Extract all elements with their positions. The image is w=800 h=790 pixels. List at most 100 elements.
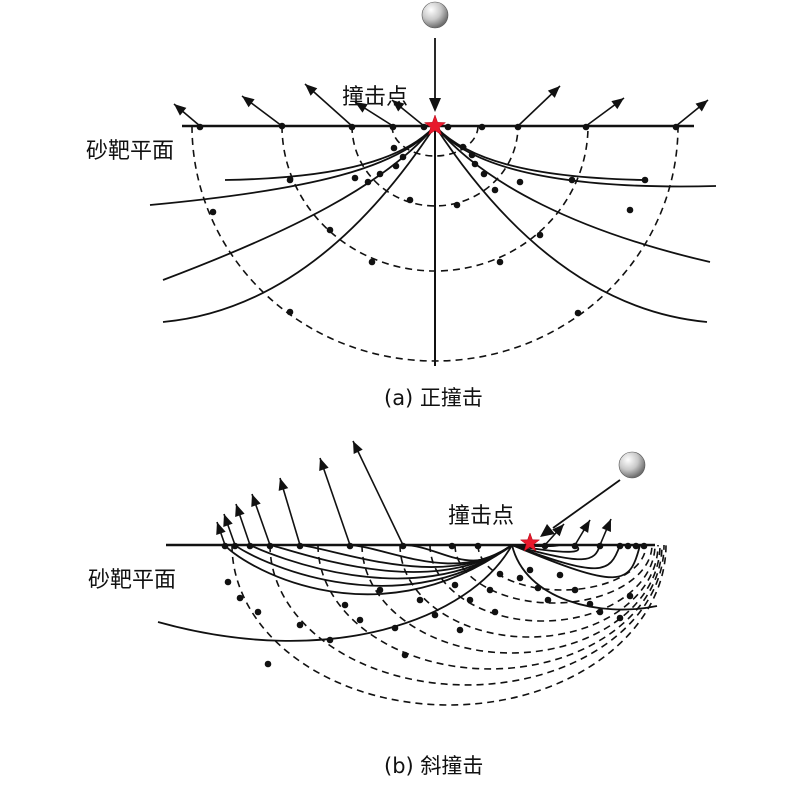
panel-a-point-27 bbox=[568, 176, 576, 184]
panel-b-ejecta-arrow-7 bbox=[216, 521, 226, 546]
panel-a-point-31 bbox=[626, 206, 634, 214]
panel-b-point-36 bbox=[516, 574, 524, 582]
panel-a-point-19 bbox=[326, 226, 334, 234]
arrowhead-icon bbox=[579, 520, 590, 533]
panel-b-streamline-7 bbox=[224, 544, 513, 596]
panel-b-ejecta-arrow-2 bbox=[319, 457, 351, 546]
panel-a-ejecta-arrow-2 bbox=[354, 101, 394, 127]
panel-a-point-23 bbox=[468, 151, 476, 159]
panel-b-streamline-4 bbox=[269, 544, 513, 573]
panel-a-point-11 bbox=[390, 144, 398, 152]
panel-b-point-45 bbox=[626, 592, 634, 600]
panel-b-ejecta-arrow-6 bbox=[223, 513, 236, 546]
panel-a-ejecta-arrow-7 bbox=[585, 97, 625, 127]
panel-a-point-22 bbox=[459, 143, 467, 151]
panel-b-point-25 bbox=[376, 586, 384, 594]
panel-b-point-28 bbox=[416, 596, 424, 604]
panel-b-streamline-right-4 bbox=[511, 544, 621, 570]
panel-a-point-32 bbox=[641, 176, 649, 184]
panel-b-impact-point-star-icon bbox=[519, 532, 541, 552]
panel-b-shock-front-6 bbox=[317, 544, 663, 670]
panel-b-point-23 bbox=[341, 601, 349, 609]
panel-a-shock-front-1 bbox=[391, 125, 479, 157]
panel-a-ejecta-streamlines bbox=[149, 125, 717, 323]
panel-a-streamline-1 bbox=[224, 125, 436, 181]
panel-a-caption: (a) 正撞击 bbox=[384, 386, 483, 410]
panel-a-ejecta-arrow-5 bbox=[173, 103, 201, 127]
panel-b-projectile-ball bbox=[618, 451, 646, 479]
panel-b-streamline-8 bbox=[157, 544, 513, 642]
panel-a-point-18 bbox=[209, 208, 217, 216]
panel-b-point-20 bbox=[264, 660, 272, 668]
arrowhead-icon bbox=[355, 102, 368, 113]
panel-b-caption: (b) 斜撞击 bbox=[384, 754, 483, 778]
panel-a-point-24 bbox=[471, 160, 479, 168]
panel-b-ejecta-arrows bbox=[216, 440, 612, 546]
arrowhead-icon bbox=[695, 100, 708, 112]
panel-b-ejecta-arrow-4 bbox=[251, 493, 271, 546]
panel-a-point-16 bbox=[351, 174, 359, 182]
panel-b-target-label: 砂靶平面 bbox=[88, 568, 176, 593]
panel-b-ejecta-arrow-1 bbox=[352, 440, 404, 546]
panel-b-point-32 bbox=[466, 596, 474, 604]
panel-b-point-40 bbox=[556, 571, 564, 579]
arrowhead-icon bbox=[235, 504, 245, 517]
arrowhead-icon bbox=[174, 104, 187, 116]
arrowhead-icon bbox=[305, 84, 318, 96]
panel-b-point-18 bbox=[236, 594, 244, 602]
arrowhead-icon bbox=[251, 494, 261, 507]
panel-a-point-20 bbox=[368, 258, 376, 266]
panel-b-streamline-right-3 bbox=[511, 544, 601, 561]
panel-a-intersection-points bbox=[196, 122, 680, 317]
panel-b-point-35 bbox=[496, 570, 504, 578]
panel-a-point-35 bbox=[574, 309, 582, 317]
panel-a-streamline-5 bbox=[434, 125, 646, 181]
panel-a-streamline-8 bbox=[434, 125, 708, 323]
panel-b-streamline-right-5 bbox=[511, 544, 641, 579]
panel-a-point-15 bbox=[364, 178, 372, 186]
panel-b-ejecta-arrow-5 bbox=[235, 503, 251, 546]
panel-a-point-34 bbox=[496, 258, 504, 266]
panel-b-point-42 bbox=[586, 600, 594, 608]
panel-b-point-21 bbox=[296, 621, 304, 629]
panel-b-point-24 bbox=[356, 616, 364, 624]
panel-a-streamline-2 bbox=[149, 125, 436, 206]
panel-b-point-39 bbox=[544, 596, 552, 604]
panel-a-point-14 bbox=[376, 170, 384, 178]
panel-a-arrowhead-icon bbox=[429, 98, 441, 112]
panel-b-point-22 bbox=[326, 636, 334, 644]
panel-a-point-17 bbox=[286, 176, 294, 184]
panel-a-ejecta-arrow-4 bbox=[241, 95, 283, 127]
panel-a-point-33 bbox=[536, 231, 544, 239]
panel-b-point-29 bbox=[431, 611, 439, 619]
panel-a-streamline-4 bbox=[162, 125, 436, 323]
arrowhead-icon bbox=[611, 98, 624, 110]
panel-b-ejecta-streamlines bbox=[157, 543, 658, 642]
panel-a-projectile-ball bbox=[421, 1, 449, 29]
panel-a-point-25 bbox=[480, 170, 488, 178]
panel-a-ejecta-arrow-3 bbox=[304, 83, 353, 127]
panel-a-ejecta-arrow-8 bbox=[675, 99, 709, 127]
arrowhead-icon bbox=[601, 519, 611, 532]
panel-a-point-26 bbox=[516, 178, 524, 186]
arrowhead-icon bbox=[547, 86, 560, 98]
panel-a-point-21 bbox=[286, 308, 294, 316]
arrowhead-icon bbox=[353, 441, 363, 454]
panel-b-ejecta-arrow-3 bbox=[278, 477, 301, 546]
panel-b-point-34 bbox=[491, 608, 499, 616]
arrowhead-icon bbox=[278, 478, 289, 491]
panel-b-point-30 bbox=[451, 581, 459, 589]
arrowhead-icon bbox=[216, 522, 226, 535]
panel-b-point-43 bbox=[596, 608, 604, 616]
panel-b-streamline-5 bbox=[249, 544, 513, 580]
panel-a: 撞击点 砂靶平面 (a) 正撞击 bbox=[86, 1, 717, 410]
panel-a-ejecta-arrow-1 bbox=[391, 99, 425, 127]
panel-b-impact-label: 撞击点 bbox=[448, 504, 514, 529]
panel-a-ejecta-arrow-6 bbox=[517, 85, 561, 127]
panel-a-ejecta-arrows bbox=[173, 83, 709, 127]
panel-b-shock-front-4 bbox=[399, 544, 659, 638]
panel-a-target-label: 砂靶平面 bbox=[86, 139, 174, 164]
panel-a-shock-front-2 bbox=[351, 125, 519, 207]
panel-a-impact-label: 撞击点 bbox=[342, 85, 408, 110]
